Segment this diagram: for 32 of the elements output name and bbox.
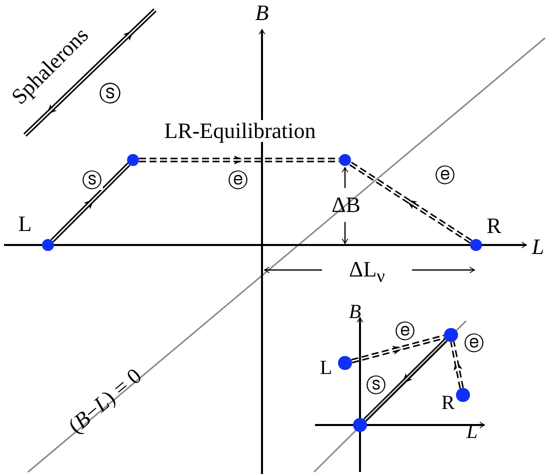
edge-label: ⓢ [365, 375, 387, 395]
edge-label: ⓔ [434, 165, 456, 185]
point-marker [339, 154, 351, 166]
point-marker [353, 418, 367, 432]
point-marker [456, 388, 470, 402]
annotation-text: LR-Equilibration [164, 120, 316, 142]
point-marker [338, 356, 352, 370]
edge-label: ⓢ [81, 170, 103, 190]
sphaleron-symbol: ⓢ [98, 84, 122, 106]
double-arrow [363, 338, 448, 422]
double-arrow [450, 341, 464, 389]
axis-label: B [348, 302, 362, 322]
double-arrow [348, 161, 472, 244]
point-marker [127, 154, 139, 166]
point-marker [42, 239, 54, 251]
axis-label: B [255, 2, 269, 24]
double-arrow [351, 334, 445, 364]
point-label: R [441, 393, 455, 413]
point-marker [470, 239, 482, 251]
axis-label: L [532, 236, 544, 258]
double-arrow [50, 162, 130, 242]
edge-label: ⓔ [227, 170, 249, 190]
edge-label: ⓔ [463, 333, 485, 353]
line-label: (B−L) = 0 [64, 364, 146, 438]
point-label: L [320, 358, 332, 378]
dimension-label: ΔB [332, 194, 360, 216]
point-label: L [18, 213, 32, 235]
edge-label: ⓔ [394, 321, 416, 341]
dimension-label: ΔL$_{ν}$ [349, 258, 385, 286]
double-arrow [139, 156, 339, 164]
point-label: R [486, 215, 502, 237]
point-marker [444, 328, 458, 342]
